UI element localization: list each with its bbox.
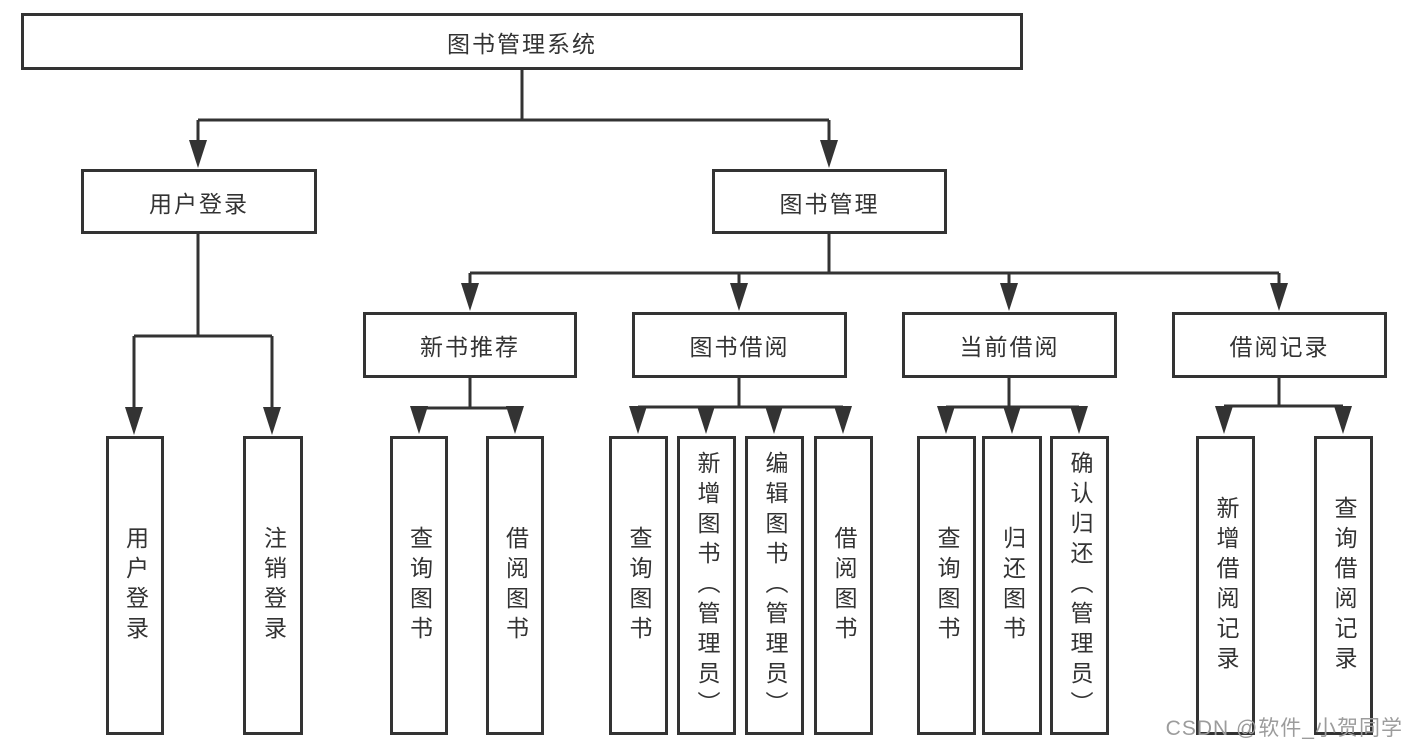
leaf-logout: 注销登录 (243, 436, 303, 735)
node-borrow-record: 借阅记录 (1172, 312, 1387, 378)
node-new-book-recommend: 新书推荐 (363, 312, 577, 378)
leaf-cb-return-book: 归还图书 (982, 436, 1042, 735)
leaf-label: 借阅图书 (831, 525, 857, 646)
leaf-bb-edit-book-admin: 编辑图书（管理员） (745, 436, 804, 735)
leaf-cb-confirm-return-admin: 确认归还（管理员） (1050, 436, 1109, 735)
leaf-label: 注销登录 (260, 525, 287, 646)
leaf-bb-add-book-admin: 新增图书（管理员） (677, 436, 736, 735)
node-book-borrow: 图书借阅 (632, 312, 847, 378)
leaf-label: 用户登录 (122, 525, 149, 646)
node-book-management: 图书管理 (712, 169, 947, 234)
arrowheads (125, 140, 1352, 435)
leaf-cb-query-book: 查询图书 (917, 436, 976, 735)
leaf-nbr-borrow-book: 借阅图书 (486, 436, 544, 735)
leaf-br-add-record: 新增借阅记录 (1196, 436, 1255, 735)
leaf-label: 新增借阅记录 (1213, 495, 1239, 676)
leaf-label: 查询图书 (626, 525, 652, 646)
leaf-label: 确认归还（管理员） (1067, 450, 1093, 721)
node-user-login-branch: 用户登录 (81, 169, 317, 234)
node-library-system: 图书管理系统 (21, 13, 1023, 70)
node-current-borrow: 当前借阅 (902, 312, 1117, 378)
leaf-label: 查询借阅记录 (1331, 495, 1357, 676)
csdn-watermark: CSDN @软件_小贺同学 (1165, 717, 1403, 740)
leaf-br-query-record: 查询借阅记录 (1314, 436, 1373, 735)
leaf-nbr-query-book: 查询图书 (390, 436, 448, 735)
leaf-label: 查询图书 (934, 525, 960, 646)
leaf-bb-borrow-book: 借阅图书 (814, 436, 873, 735)
leaf-user-login: 用户登录 (106, 436, 164, 735)
leaf-label: 归还图书 (999, 525, 1026, 646)
leaf-label: 新增图书（管理员） (694, 450, 720, 721)
leaf-bb-query-book: 查询图书 (609, 436, 668, 735)
leaf-label: 编辑图书（管理员） (762, 450, 788, 721)
leaf-label: 查询图书 (406, 525, 433, 646)
leaf-label: 借阅图书 (502, 525, 529, 646)
